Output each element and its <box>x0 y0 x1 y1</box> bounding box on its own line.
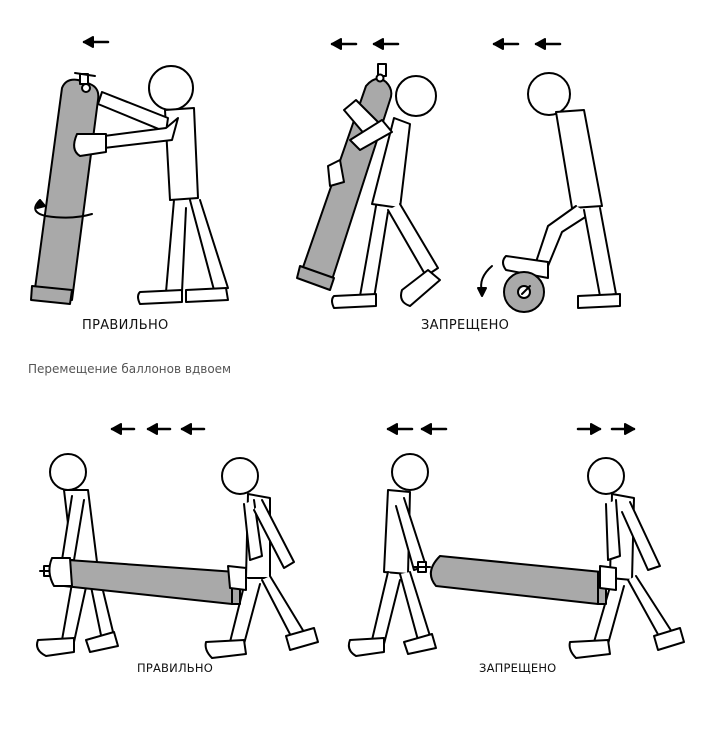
bottom-forbidden-label: ЗАПРЕЩЕНО <box>479 661 557 675</box>
top-forbidden-label: ЗАПРЕЩЕНО <box>421 318 510 333</box>
direction-arrow-icon <box>110 423 206 435</box>
person-rear-carrier <box>204 457 319 659</box>
direction-arrow-icon <box>576 423 636 435</box>
caption-text: Перемещение баллонов вдвоем <box>28 362 232 376</box>
bottom-correct-label: ПРАВИЛЬНО <box>137 661 213 675</box>
cylinder-end-view <box>503 271 545 313</box>
rotation-arrow-icon <box>34 199 93 219</box>
direction-arrow-icon <box>492 38 562 50</box>
person-front-carrier-forbidden <box>347 453 437 657</box>
direction-arrow-icon <box>82 36 110 48</box>
person-carrying-forbidden <box>327 75 441 309</box>
person-kicking-cylinder <box>502 72 621 309</box>
direction-arrow-icon <box>386 423 448 435</box>
cylinder-horizontal-correct <box>39 557 247 605</box>
person-front-carrier <box>36 453 119 657</box>
rotation-arrow-icon <box>477 265 493 297</box>
cylinder-horizontal-forbidden <box>413 555 617 605</box>
cylinder-upright-tilted <box>30 72 100 305</box>
person-rear-carrier-forbidden <box>568 457 685 659</box>
person-rolling-correct <box>73 65 229 305</box>
direction-arrow-icon <box>330 38 400 50</box>
top-correct-label: ПРАВИЛЬНО <box>82 318 169 333</box>
